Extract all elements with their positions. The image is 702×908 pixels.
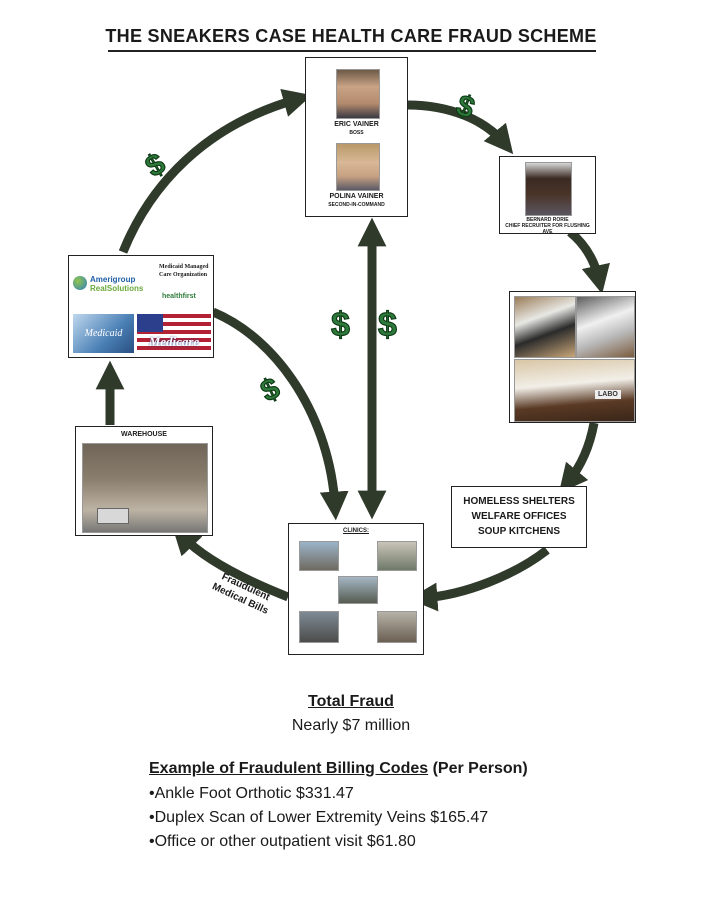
eric-vainer-name: ERIC VAINER (334, 121, 379, 128)
arrow-insurers-to-clinics (211, 307, 349, 521)
warehouse-box: WAREHOUSE (75, 426, 213, 536)
boots-photo: LABO (514, 359, 635, 422)
total-fraud-value: Nearly $7 million (291, 717, 411, 734)
billing-code-item: •Duplex Scan of Lower Extremity Veins $1… (149, 809, 489, 826)
location-welfare-offices: WELFARE OFFICES (471, 511, 567, 522)
dollar-sign-center-right: $ (378, 306, 397, 344)
eric-vainer-role: BOSS (349, 130, 364, 136)
boss-box: ERIC VAINER BOSS POLINA VAINER SECOND-IN… (305, 57, 408, 217)
clinic-photo-4 (299, 611, 339, 643)
arrow-recruiter-to-sneakers (567, 228, 610, 295)
bernard-rorie-photo (525, 162, 572, 216)
recruiter-box: BERNARD RORIE CHIEF RECRUITER FOR FLUSHI… (499, 156, 596, 235)
arrow-boss-to-recruiter (406, 100, 514, 155)
clinics-label: CLINICS: (343, 528, 369, 534)
location-soup-kitchens: SOUP KITCHENS (477, 526, 561, 537)
warehouse-label: WAREHOUSE (121, 431, 167, 438)
location-homeless-shelters: HOMELESS SHELTERS (463, 496, 575, 507)
billing-codes-suffix: (Per Person) (428, 760, 528, 777)
medicare-logo: Medicare (137, 314, 211, 353)
billing-code-item: •Office or other outpatient visit $61.80 (149, 833, 416, 850)
medicare-text: Medicare (148, 334, 200, 349)
mmco-line2: Care Organization (159, 272, 208, 278)
insurers-box: Amerigroup RealSolutions Medicaid Manage… (68, 255, 214, 358)
clinic-photo-1 (299, 541, 339, 571)
title-underline (108, 50, 596, 52)
clinics-box: CLINICS: (288, 523, 424, 655)
dollar-sign-lower-left: $ (256, 372, 285, 409)
medicaid-text: Medicaid (84, 328, 123, 339)
billing-codes-heading-row: Example of Fraudulent Billing Codes (Per… (149, 760, 528, 778)
amerigroup-name: Amerigroup (90, 275, 136, 284)
medicare-flag-canton (137, 314, 163, 332)
sneakers-box: LABO (509, 291, 636, 423)
arrow-clinics-to-warehouse (172, 525, 290, 602)
dollar-sign-center-left: $ (331, 306, 350, 344)
arrow-insurers-to-boss (118, 89, 312, 254)
polina-vainer-name: POLINA VAINER (329, 193, 384, 200)
sneakers-photo-1 (514, 296, 576, 358)
healthfirst-logo: healthfirst (162, 293, 196, 300)
billing-code-item: •Ankle Foot Orthotic $331.47 (149, 785, 354, 802)
arrow-locations-to-clinics (408, 546, 550, 612)
eric-vainer-photo (336, 69, 380, 119)
warehouse-photo (82, 443, 208, 533)
polina-vainer-photo (336, 143, 380, 191)
locations-box: HOMELESS SHELTERS WELFARE OFFICES SOUP K… (451, 486, 587, 548)
amerigroup-logo: Amerigroup RealSolutions (73, 272, 153, 302)
amerigroup-globe-icon (73, 276, 87, 290)
bernard-rorie-role: CHIEF RECRUITER FOR FLUSHING AVE (505, 223, 590, 235)
page-title: THE SNEAKERS CASE HEALTH CARE FRAUD SCHE… (105, 26, 597, 46)
clinic-photo-3 (338, 576, 378, 604)
billing-codes-heading: Example of Fraudulent Billing Codes (149, 760, 429, 777)
arrow-sneakers-to-locations (558, 422, 599, 494)
clinic-photo-5 (377, 611, 417, 643)
total-fraud-heading: Total Fraud (308, 693, 394, 710)
clinic-photo-2 (377, 541, 417, 571)
labo-brand-label: LABO (595, 390, 621, 399)
medicaid-logo: Medicaid (73, 314, 134, 353)
realsolutions-name: RealSolutions (90, 284, 144, 293)
polina-vainer-role: SECOND-IN-COMMAND (328, 202, 385, 208)
sneakers-photo-2 (576, 296, 635, 358)
mmco-line1: Medicaid Managed (159, 264, 209, 270)
warehouse-truck (97, 508, 129, 524)
bernard-rorie-name: BERNARD RORIE (526, 217, 569, 223)
